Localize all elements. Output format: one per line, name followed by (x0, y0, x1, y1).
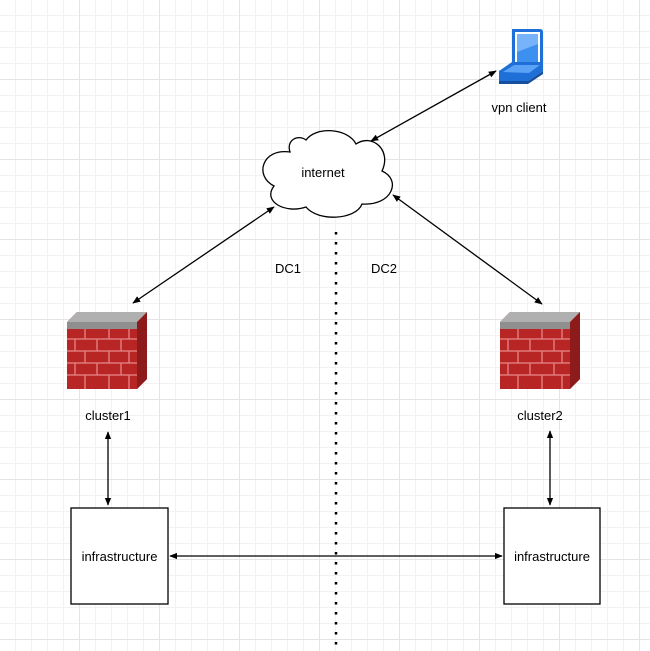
firewall-icon (67, 312, 147, 389)
cluster2-label: cluster2 (517, 408, 563, 423)
vpn-client-node[interactable]: vpn client (492, 29, 547, 115)
internet-label: internet (301, 165, 345, 180)
infrastructure-right-node[interactable]: infrastructure (503, 507, 601, 605)
internet-cloud-node[interactable]: internet (262, 129, 394, 218)
cluster1-node[interactable]: cluster1 (67, 312, 147, 423)
infrastructure-right-label: infrastructure (514, 549, 590, 564)
infrastructure-left-node[interactable]: infrastructure (70, 507, 169, 605)
dc1-label: DC1 (275, 261, 301, 276)
dc2-label: DC2 (371, 261, 397, 276)
connector-vpn-internet[interactable] (370, 70, 497, 142)
connector-internet-cluster2[interactable] (392, 194, 543, 305)
infrastructure-right-box (503, 507, 601, 605)
firewall-icon (500, 312, 580, 389)
cluster1-label: cluster1 (85, 408, 131, 423)
cluster2-node[interactable]: cluster2 (500, 312, 580, 423)
infrastructure-left-label: infrastructure (82, 549, 158, 564)
laptop-icon (499, 29, 543, 84)
connector-internet-cluster1[interactable] (132, 206, 275, 304)
cloud-icon (262, 129, 394, 218)
vpn-client-label: vpn client (492, 100, 547, 115)
infrastructure-left-box (70, 507, 169, 605)
